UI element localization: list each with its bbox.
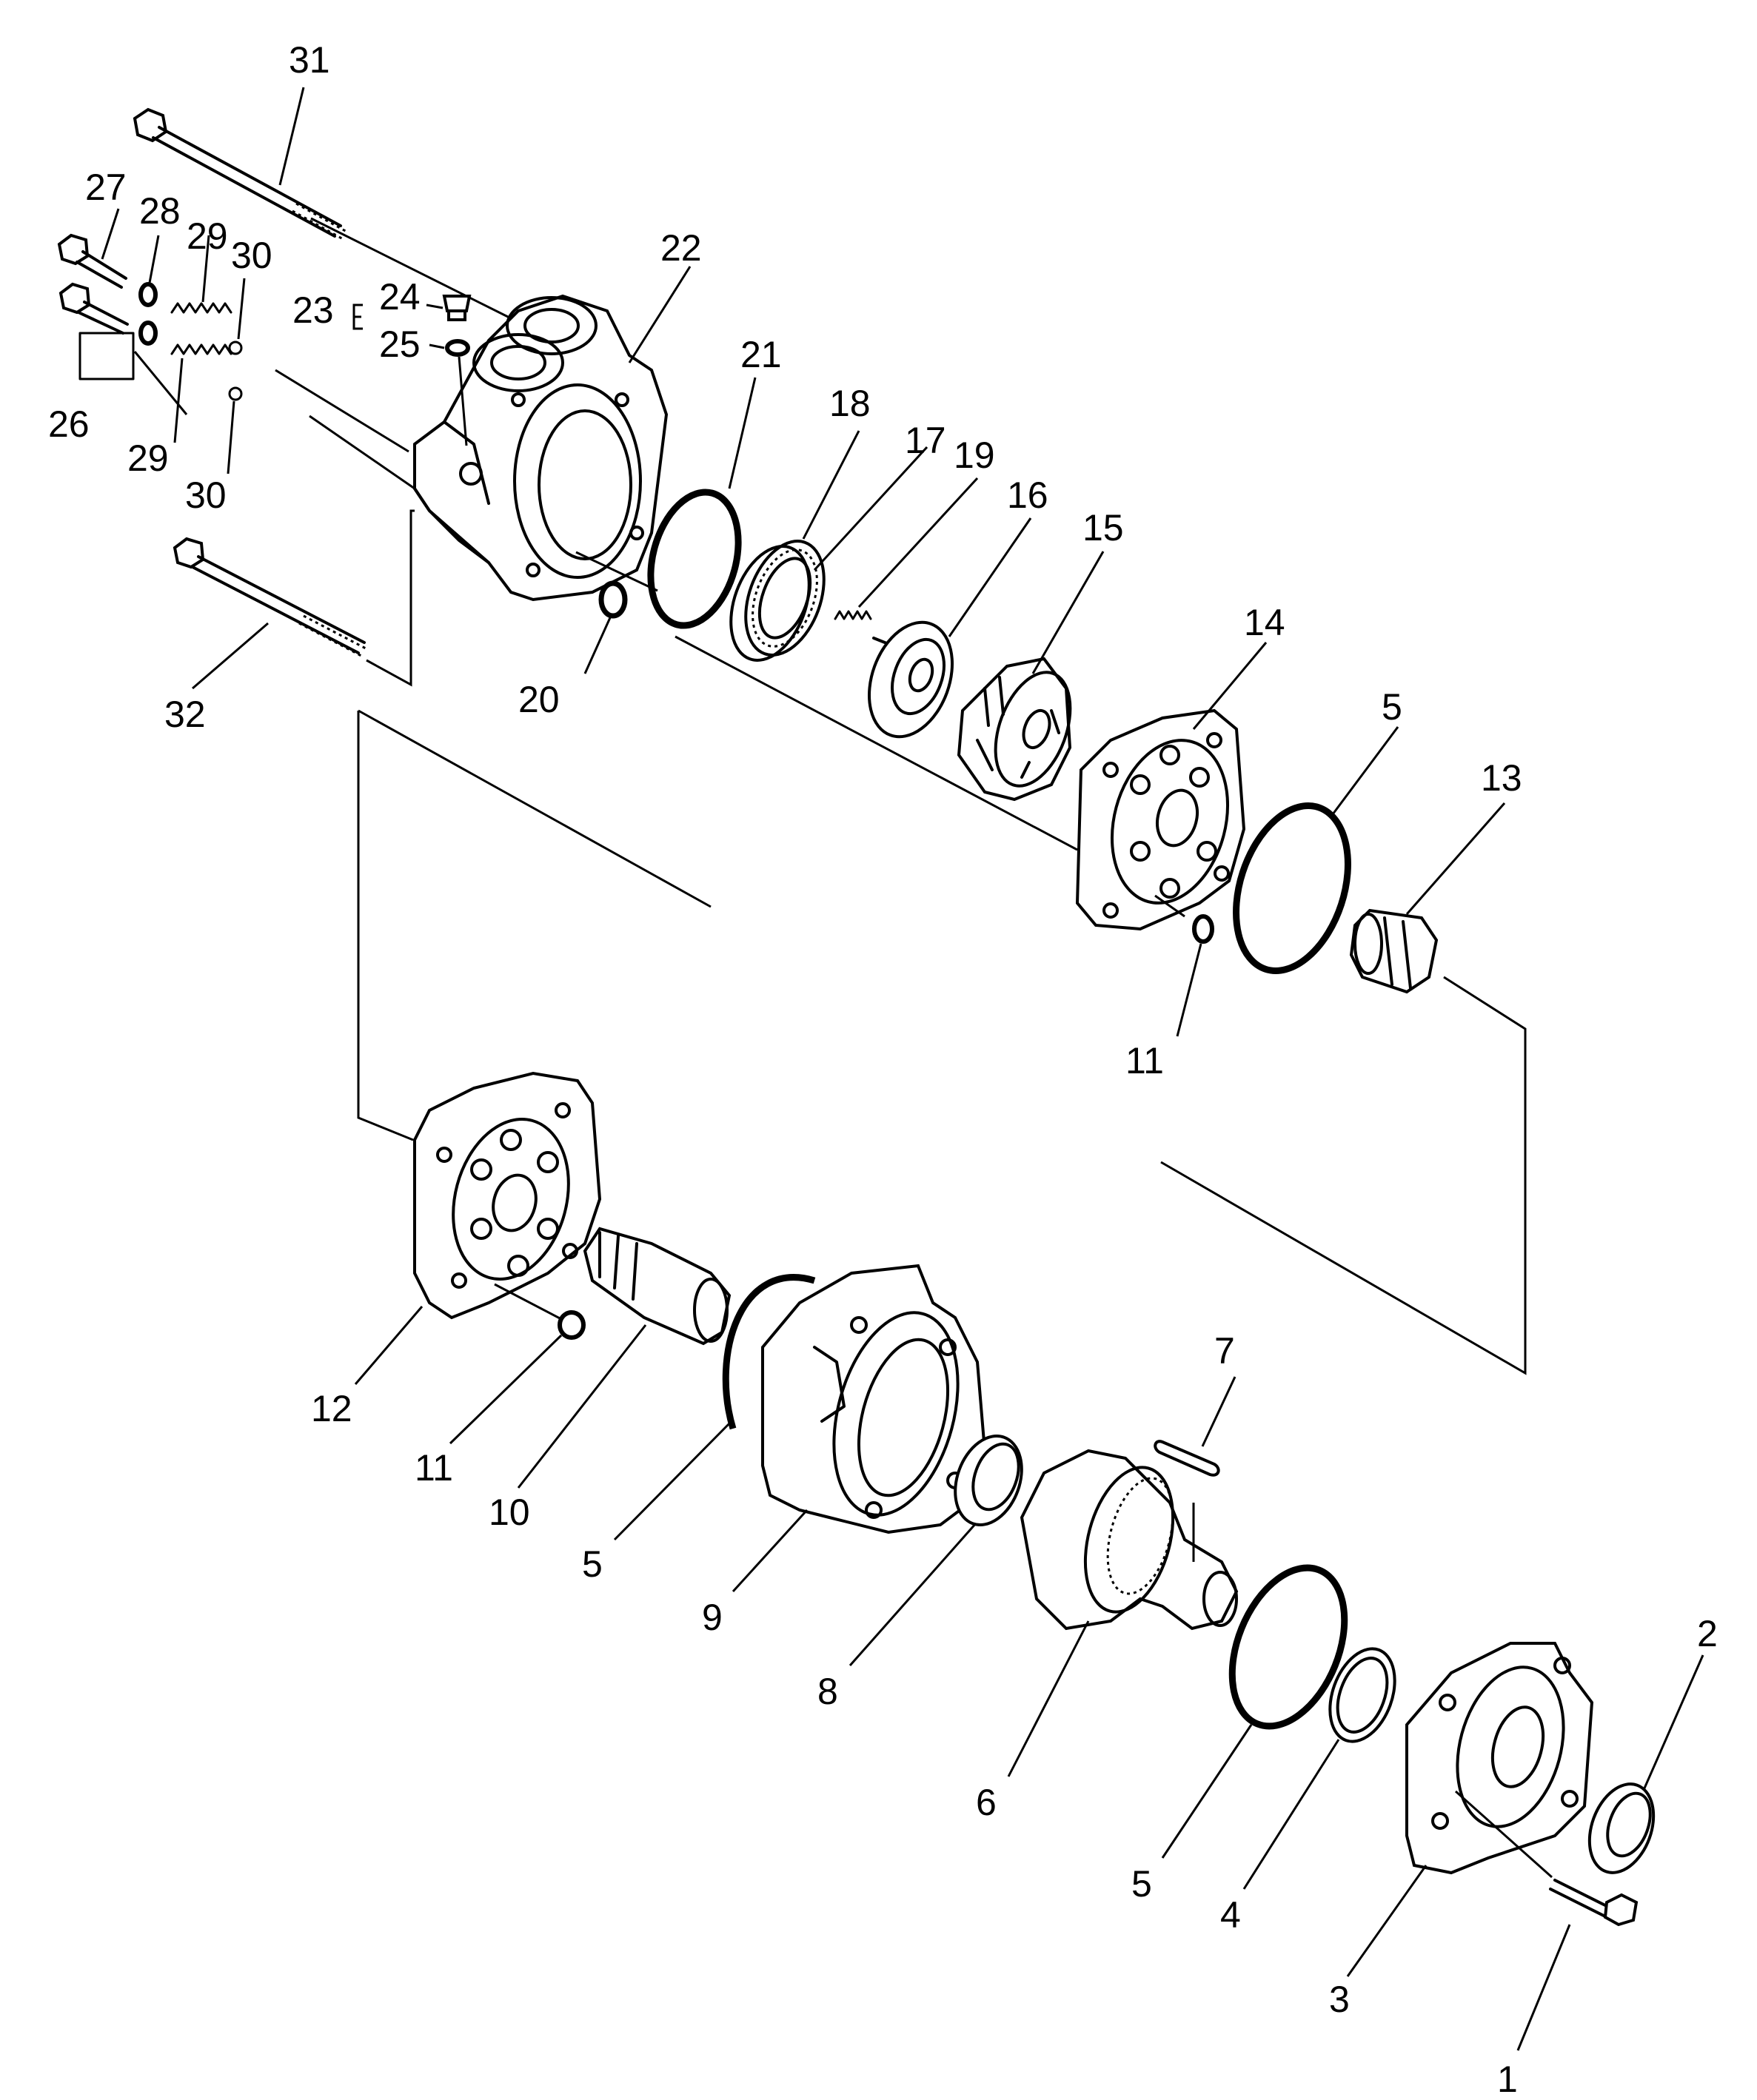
callout-29-lower: 29 (127, 437, 169, 479)
callout-5-upper: 5 (1382, 686, 1402, 728)
part-24-plug (442, 295, 472, 321)
callout-numbers: 31 27 28 29 30 23 24 25 22 21 18 17 19 1… (48, 39, 1718, 2100)
part-3-flange-cover (1405, 1642, 1594, 1875)
part-11-o-ring-lower (558, 1310, 586, 1340)
part-28-o-rings (138, 282, 158, 346)
callout-1: 1 (1497, 2059, 1518, 2100)
part-26-plug (58, 282, 135, 380)
part-2-oil-seal (1587, 1782, 1656, 1874)
part-16-valve-plate (867, 620, 954, 739)
part-1-bolt (1549, 1879, 1639, 1927)
part-29-springs (170, 302, 232, 355)
callout-29-upper: 29 (187, 215, 228, 257)
callout-13: 13 (1481, 757, 1522, 799)
part-19-spring (834, 610, 872, 620)
callout-20: 20 (518, 679, 560, 720)
part-30-balls (228, 341, 243, 401)
callout-11-upper: 11 (1125, 1040, 1164, 1081)
callout-30-upper: 30 (231, 235, 272, 276)
callout-10: 10 (489, 1492, 530, 1533)
part-5-o-ring-lower (1228, 1564, 1348, 1730)
callout-22: 22 (660, 227, 702, 269)
part-32-bolt (173, 537, 367, 657)
callout-19: 19 (954, 435, 995, 476)
part-27-plug (57, 233, 127, 289)
part-5-snap-ring-middle (722, 1274, 816, 1430)
callout-28: 28 (139, 190, 181, 232)
callout-27: 27 (85, 167, 127, 208)
part-8-seal (954, 1434, 1023, 1527)
part-6-shaft-bearing (1020, 1449, 1239, 1631)
part-7-key (1154, 1440, 1220, 1477)
callout-14: 14 (1244, 602, 1285, 643)
part-15-cylinder-block (957, 657, 1072, 802)
callout-25: 25 (379, 323, 421, 365)
callout-2: 2 (1697, 1613, 1718, 1654)
callout-5-lower: 5 (1131, 1863, 1152, 1905)
part-18-bearing (729, 540, 826, 662)
part-22-valve-housing (413, 294, 669, 602)
callout-18: 18 (829, 383, 871, 424)
assembly-lines (275, 217, 1553, 1879)
callout-7: 7 (1214, 1330, 1235, 1372)
part-5-o-ring-upper (1233, 802, 1351, 974)
part-14-port-plate (1075, 708, 1246, 931)
callout-16: 16 (1007, 474, 1048, 516)
part-10-spline-shaft (583, 1227, 732, 1346)
callout-15: 15 (1082, 507, 1124, 549)
part-12-port-block (413, 1071, 602, 1320)
part-4-shim (1328, 1647, 1396, 1743)
callout-32: 32 (164, 694, 206, 735)
callout-4: 4 (1220, 1894, 1241, 1936)
callout-11-lower: 11 (415, 1447, 453, 1489)
part-9-motor-housing (761, 1264, 987, 1534)
callout-23: 23 (292, 289, 334, 331)
callout-24: 24 (379, 276, 421, 318)
callout-12: 12 (311, 1388, 352, 1429)
callout-leaders (101, 87, 1704, 2051)
callout-5-middle: 5 (582, 1543, 603, 1585)
callout-9: 9 (702, 1597, 723, 1638)
callout-31: 31 (289, 39, 330, 81)
callout-30-lower: 30 (185, 474, 227, 516)
callout-8: 8 (817, 1671, 838, 1712)
callout-26: 26 (48, 403, 90, 445)
part-20-o-ring (598, 580, 628, 619)
callout-21: 21 (740, 334, 782, 375)
part-31-long-bolt (133, 107, 349, 241)
part-21-o-ring (647, 489, 742, 629)
part-11-o-ring-upper (1192, 914, 1214, 944)
part-13-coupling (1349, 908, 1439, 994)
callout-17: 17 (905, 420, 946, 461)
part-25-o-ring (445, 339, 470, 357)
callout-6: 6 (976, 1782, 997, 1823)
callout-3: 3 (1329, 1979, 1350, 2020)
